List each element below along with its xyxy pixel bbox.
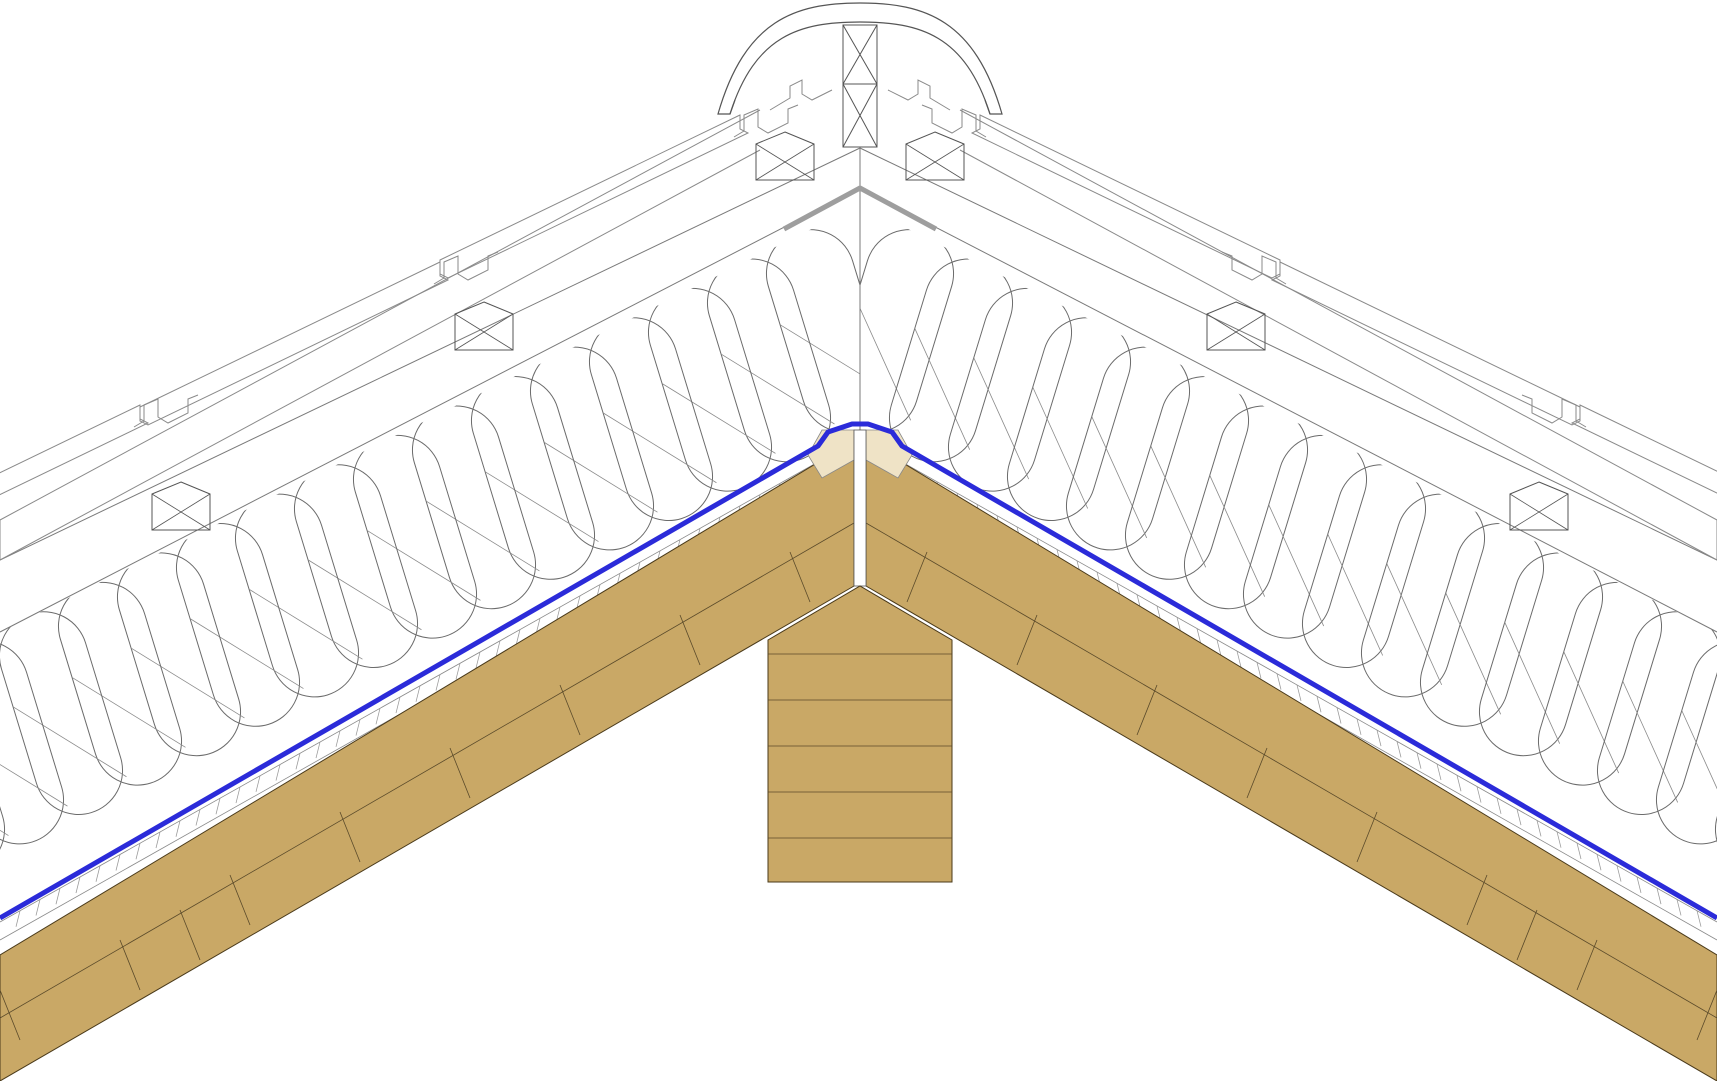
ridge-flashing [782,185,938,232]
insulation-fiber-line [914,328,971,450]
insulation-fiber-line [1150,445,1207,568]
ridge-gap [853,429,867,587]
insulation-fiber-line [1445,592,1502,715]
insulation-fiber-line [1386,563,1443,686]
tile-lip-right [887,79,951,111]
insulation-fiber-line [720,353,835,425]
insulation-fiber-line [602,412,717,484]
insulation-fiber-line [0,735,68,807]
membrane-blue [0,421,1717,921]
batten [454,301,514,351]
insulation-fiber-line [1622,680,1679,803]
insulation-boundary [0,147,1717,633]
insulation-fiber-line [248,588,363,660]
tile-strip-right [959,109,1717,561]
insulation-fiber-line [12,706,127,778]
insulation-fiber-line [1681,710,1717,833]
roof-tile [921,104,1281,279]
insulation-batt [0,640,65,845]
insulation-fiber-line [1209,475,1266,597]
battens [151,131,1569,531]
insulation-fiber-line [189,618,304,689]
insulation-fiber-line [425,500,540,572]
roof-tile [0,394,199,496]
roof-tile [1521,394,1717,494]
batten [1206,301,1266,351]
ridge-batten [842,24,878,148]
insulation-fiber-line [1091,416,1148,539]
insulation-fiber-line [1504,622,1561,744]
insulation-batt [1655,640,1717,845]
insulation-fiber-line [1563,651,1620,774]
insulation-fiber-line [860,298,912,421]
insulation-fiber-line [973,357,1030,480]
ridge-cap [717,2,1003,115]
batten [905,131,965,181]
insulation-fiber-line [543,441,658,513]
tile-strip-left [0,109,761,561]
batten [151,481,211,531]
insulation-fiber-line [307,559,422,631]
rafter-grain [0,522,1717,1041]
insulation-fiber-line [1268,504,1325,627]
insulation-fiber-line [130,647,245,719]
insulation-fiber-line [484,471,599,542]
insulation-fiber-line [661,383,776,454]
insulation-fiber-line [366,530,481,601]
insulation-fiber-line [71,677,186,748]
batten [755,131,815,181]
ridge-board [767,585,953,883]
batten [1509,481,1569,531]
roof-tiles [0,79,1717,561]
tile-lip-left [769,79,833,111]
insulation-fiber-line [779,324,860,395]
insulation-fiber-line [1032,386,1089,509]
insulation-fiber-line [1327,533,1384,656]
